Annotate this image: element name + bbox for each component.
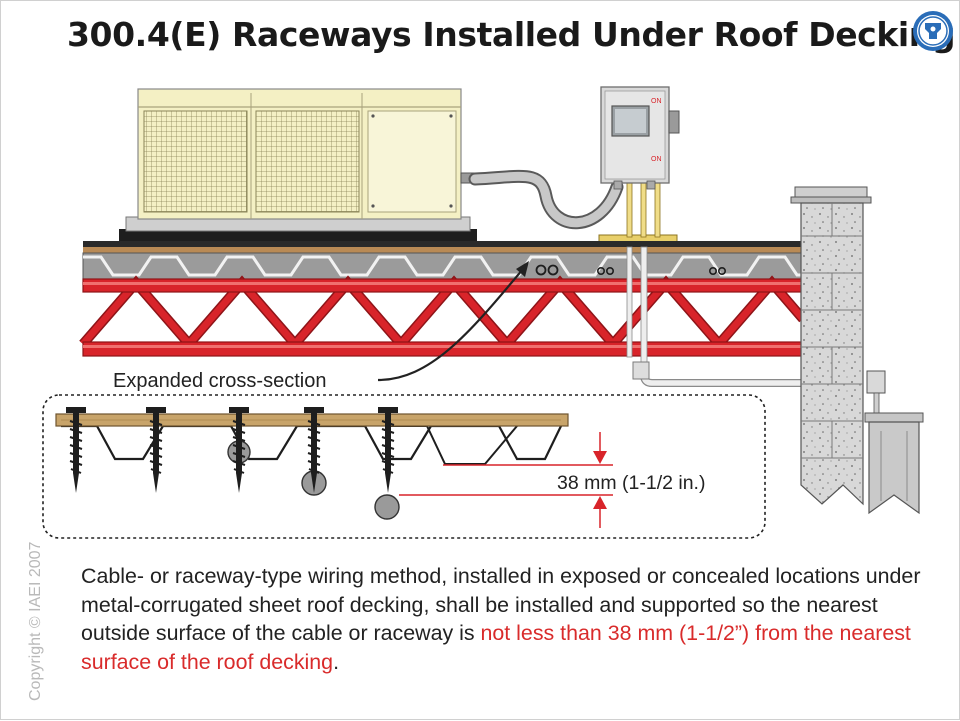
copyright-notice: Copyright © IAEI 2007 (27, 541, 44, 701)
expanded-cross-section-label: Expanded cross-section (113, 370, 326, 392)
caption-body: Cable- or raceway-type wiring method, in… (81, 564, 921, 645)
caption-highlight: not less than 38 mm (1-1/2”) from the ne… (81, 621, 911, 674)
roof-deck-section (82, 241, 804, 280)
caption-text: Cable- or raceway-type wiring method, in… (81, 562, 941, 676)
page-title: 300.4(E) Raceways Installed Under Roof D… (67, 15, 956, 54)
on-label-bottom: ON (651, 156, 662, 163)
steel-joist-truss (79, 275, 807, 357)
screw-3 (227, 407, 251, 493)
cross-section-frame (42, 394, 766, 539)
screw-5 (374, 407, 400, 520)
cross-section-detail: 38 mm (1-1/2 in.) (55, 407, 705, 528)
masonry-wall (790, 186, 872, 506)
screw-1 (66, 407, 86, 493)
on-label-top: ON (651, 98, 662, 105)
dimension-label: 38 mm (1-1/2 in.) (557, 472, 705, 494)
caption-end: . (333, 649, 340, 674)
conduit-run (626, 246, 803, 387)
screw-4 (301, 407, 327, 496)
disconnect-switch-box: ON ON (598, 86, 680, 246)
iaei-seal-icon (913, 11, 953, 51)
wall-panel-box (864, 370, 924, 515)
screw-2 (146, 407, 166, 493)
rooftop-hvac-unit (119, 88, 477, 247)
